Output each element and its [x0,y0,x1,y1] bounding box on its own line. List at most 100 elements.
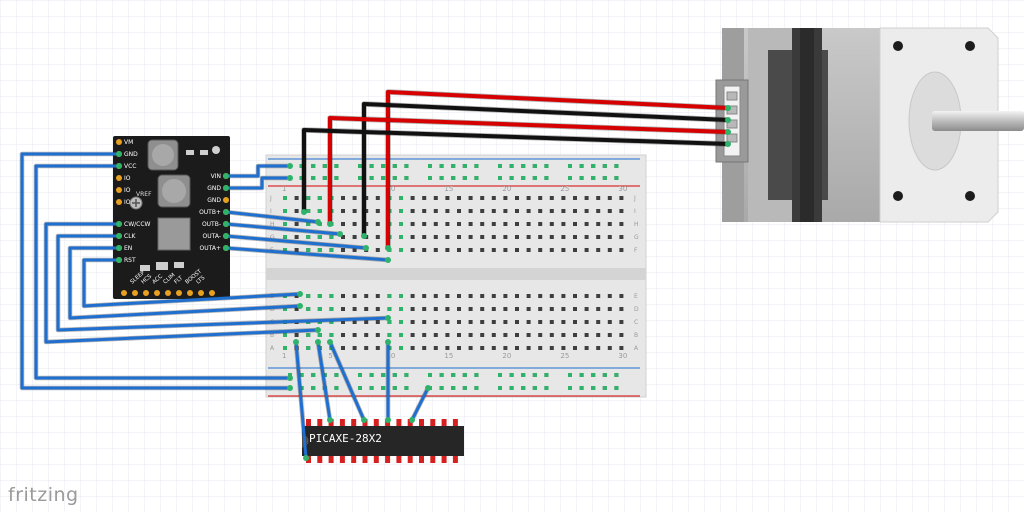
mount-hole-icon [893,191,903,201]
hole [619,320,624,324]
chip-pin [452,455,458,463]
hole [375,320,380,324]
hole [549,346,554,350]
chip-pin [396,419,402,427]
coil-red-wire-1 [386,90,730,250]
hole [596,222,601,226]
hole [433,222,438,226]
hole [341,248,345,252]
fritzing-logo: fritzing [8,484,79,506]
hole [526,294,531,298]
wire-end [315,219,321,225]
wire-end [297,303,303,309]
wire-end [327,221,333,227]
hole [549,209,554,213]
rail-hole-connected [322,373,327,377]
hole-connected [283,235,287,239]
hole [294,248,299,252]
hole [538,235,543,239]
hole-connected [399,196,403,200]
row-letter: H [634,221,639,228]
hole [352,235,357,239]
row-letter: G [270,234,275,241]
hole-connected [283,209,287,213]
hole [515,209,519,213]
hole [503,196,508,200]
row-letter: I [634,208,636,215]
hole [596,320,601,324]
rail-hole-connected [532,164,537,168]
hole [573,196,577,200]
hole [561,294,566,298]
hole [526,209,531,213]
hole [491,333,496,337]
hole [491,248,496,252]
rail-hole-connected [392,373,397,377]
rail-hole-connected [451,373,456,377]
hole [457,307,461,311]
chip-pin [328,455,334,463]
rail-hole-connected [439,373,444,377]
coil-black-wire-1 [362,102,730,238]
hole [433,235,438,239]
hole [503,235,508,239]
chip-pins [306,419,458,463]
rail-hole-connected [602,164,607,168]
hole [422,333,427,337]
hole [457,222,461,226]
rail-hole-connected [404,176,409,180]
wire-end [725,117,731,123]
hole [457,294,461,298]
hole-connected [399,235,403,239]
rail-hole-connected [299,164,304,168]
rail-hole-connected [532,373,537,377]
hole [596,209,601,213]
rail-hole-connected [509,386,514,390]
hole [503,307,508,311]
hole [457,333,461,337]
hole [596,307,601,311]
hole [538,346,543,350]
hole-connected [283,222,287,226]
driver-pin-label: CW/CCW [124,221,151,228]
column-number: 5 [328,352,332,360]
hole [445,346,450,350]
hole [468,235,473,239]
hole [375,235,380,239]
hole [341,320,345,324]
hole [457,320,461,324]
rail-hole-connected [334,176,339,180]
hole [619,346,624,350]
rail-hole-connected [498,164,502,168]
driver-pin [116,199,122,205]
vcc-wire [34,164,292,380]
hole [480,307,485,311]
hole [457,196,461,200]
hole [480,235,485,239]
hole [491,294,496,298]
hole [422,307,427,311]
hole [457,346,461,350]
coil-black-wire-2 [302,128,730,214]
wire-end [725,105,731,111]
chip-label: PICAXE-28X2 [309,432,382,445]
hole [457,248,461,252]
hole [480,294,485,298]
hole [503,209,508,213]
hole [584,346,589,350]
rail-hole-connected [521,386,526,390]
rail-hole-connected [322,164,327,168]
hole [561,320,566,324]
rail-hole-connected [602,176,607,180]
hole [433,209,438,213]
hole [375,294,380,298]
stepper-motor [715,27,1024,223]
rail-hole-connected [358,386,362,390]
hole-connected [387,294,392,298]
hole [422,294,427,298]
hole [294,222,299,226]
wire-end [223,209,229,215]
hole [549,235,554,239]
cw-ccw-wire [44,222,320,344]
hole [549,222,554,226]
